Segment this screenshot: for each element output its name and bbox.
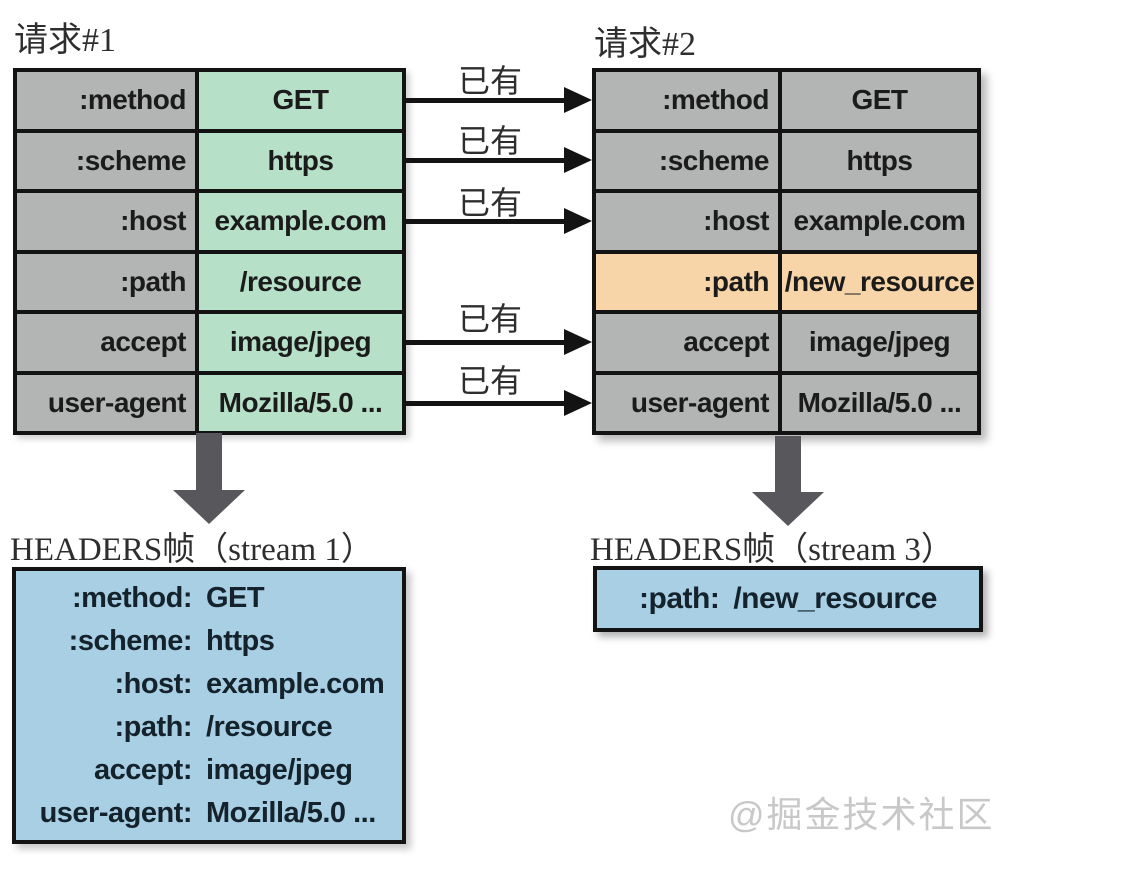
down-arrow-icon — [173, 490, 245, 524]
header-value: https — [199, 132, 402, 189]
headers-frame3-title: HEADERS帧（stream 3） — [590, 532, 954, 568]
table-row: user-agent Mozilla/5.0 ... — [17, 374, 402, 431]
frame-key: :scheme: — [68, 624, 193, 657]
frame-key: :path: — [114, 710, 192, 743]
watermark: @掘金技术社区 — [728, 794, 995, 835]
header-key: accept — [17, 314, 195, 371]
already-have-label: 已有 — [457, 123, 522, 159]
right-arrow-icon — [406, 390, 592, 416]
down-arrow-icon — [752, 492, 824, 526]
frame-value: GET — [206, 581, 265, 614]
header-key: :scheme — [17, 132, 195, 189]
frame-value: example.com — [206, 667, 385, 700]
table-row: :path /resource — [17, 253, 402, 310]
request2-table: :method GET :scheme https :host example.… — [592, 68, 981, 435]
header-value: /resource — [199, 253, 402, 310]
table-row: user-agent Mozilla/5.0 ... — [596, 374, 977, 431]
frame-key: :host: — [114, 667, 192, 700]
down-arrow-icon — [775, 436, 801, 492]
table-row: :scheme https — [596, 132, 977, 189]
frame-value: Mozilla/5.0 ... — [206, 796, 376, 829]
frame-key: accept: — [93, 753, 193, 786]
right-arrow-icon — [406, 147, 592, 173]
header-key: :path — [596, 253, 778, 310]
table-row: :scheme https — [17, 132, 402, 189]
header-key: :host — [596, 193, 778, 250]
already-have-label: 已有 — [457, 185, 522, 221]
table-row: :host example.com — [17, 193, 402, 250]
header-value: example.com — [199, 193, 402, 250]
header-value: image/jpeg — [199, 314, 402, 371]
header-value: https — [782, 132, 977, 189]
headers-frame1-box: :method: GET :scheme: https :host: examp… — [12, 567, 406, 844]
headers-frame1-title: HEADERS帧（stream 1） — [10, 532, 374, 568]
headers-frame3-box: :path: /new_resource — [593, 566, 983, 632]
header-key: :method — [596, 72, 778, 129]
already-have-label: 已有 — [457, 301, 522, 337]
right-arrow-icon — [406, 329, 592, 355]
already-have-label: 已有 — [457, 363, 522, 399]
frame-value: /resource — [206, 710, 333, 743]
request2-title: 请求#2 — [594, 26, 696, 63]
table-row: accept image/jpeg — [17, 314, 402, 371]
table-row-highlighted-path: :path /new_resource — [596, 253, 977, 310]
header-key: :scheme — [596, 132, 778, 189]
right-arrow-icon — [406, 208, 592, 234]
header-key: accept — [596, 314, 778, 371]
header-key: user-agent — [596, 374, 778, 431]
header-value: image/jpeg — [782, 314, 977, 371]
header-value: example.com — [782, 193, 977, 250]
frame-value: /new_resource — [733, 582, 937, 615]
header-value: /new_resource — [782, 253, 977, 310]
header-key: user-agent — [17, 374, 195, 431]
header-value: GET — [199, 72, 402, 129]
table-row: :method GET — [596, 72, 977, 129]
table-row: :host example.com — [596, 193, 977, 250]
already-have-label: 已有 — [457, 63, 522, 99]
header-value: Mozilla/5.0 ... — [782, 374, 977, 431]
frame-key: user-agent: — [39, 796, 193, 829]
frame-key: :path: — [639, 582, 720, 615]
table-row: :method GET — [17, 72, 402, 129]
down-arrow-icon — [196, 433, 222, 490]
frame-key: :method: — [71, 581, 193, 614]
header-key: :method — [17, 72, 195, 129]
header-key: :host — [17, 193, 195, 250]
request1-title: 请求#1 — [14, 22, 116, 59]
header-value: GET — [782, 72, 977, 129]
header-key: :path — [17, 253, 195, 310]
right-arrow-icon — [406, 87, 592, 113]
request1-table: :method GET :scheme https :host example.… — [13, 68, 406, 435]
table-row: accept image/jpeg — [596, 314, 977, 371]
frame-value: image/jpeg — [206, 753, 353, 786]
frame-value: https — [206, 624, 275, 657]
header-value: Mozilla/5.0 ... — [199, 374, 402, 431]
